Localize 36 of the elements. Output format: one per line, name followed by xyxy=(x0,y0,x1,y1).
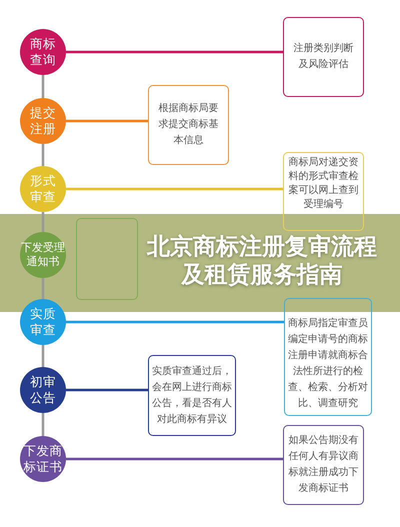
step-circle xyxy=(20,29,66,75)
step-label: 下发商标证书 xyxy=(23,442,63,476)
step-label: 形式审查 xyxy=(30,172,56,206)
step-label: 商标查询 xyxy=(30,36,56,68)
step-circle xyxy=(20,166,66,212)
note-box xyxy=(283,152,364,231)
step-circle xyxy=(20,436,66,482)
note-box xyxy=(148,355,236,436)
step-label: 初审公告 xyxy=(30,374,56,406)
step-label: 提交注册 xyxy=(30,104,56,138)
connector-line xyxy=(66,188,283,190)
note-text: 商标局对递交资料的形式审查检案可以网上查到受理编号 xyxy=(288,156,360,212)
note-box xyxy=(283,425,364,505)
note-text: 实质审查通过后，会在网上进行商标公告，看是否有人对此商标有异议 xyxy=(151,364,233,426)
note-box xyxy=(283,17,364,97)
connector-line xyxy=(66,388,148,392)
note-box xyxy=(148,85,229,165)
connector-line xyxy=(66,50,283,54)
connector-line xyxy=(42,345,44,367)
connector-line xyxy=(42,75,44,98)
connector-line xyxy=(66,120,148,122)
note-box xyxy=(284,298,372,416)
note-text: 商标局指定审查员编定申请号的商标注册申请就商标合法性所进行的检查、检索、分析对比、调查研究 xyxy=(287,316,369,411)
step-circle xyxy=(20,98,66,144)
step-circle xyxy=(20,367,66,413)
title: 北京商标注册复审流程及租赁服务指南 xyxy=(146,233,378,289)
note-box xyxy=(76,218,138,300)
connector-line xyxy=(42,413,44,436)
step-label: 实质审查 xyxy=(30,306,56,338)
connector-line xyxy=(42,144,44,166)
note-text: 根据商标局要求提交商标基本信息 xyxy=(158,102,220,148)
note-text: 注册类别判断及风险评估 xyxy=(292,42,354,72)
connector-line xyxy=(66,458,283,460)
step-label: 下发受理通知书 xyxy=(20,240,66,270)
note-text: 如果公告期没有任何人有异议商标就注册成功下发商标证书 xyxy=(288,434,360,496)
step-circle xyxy=(20,299,66,345)
